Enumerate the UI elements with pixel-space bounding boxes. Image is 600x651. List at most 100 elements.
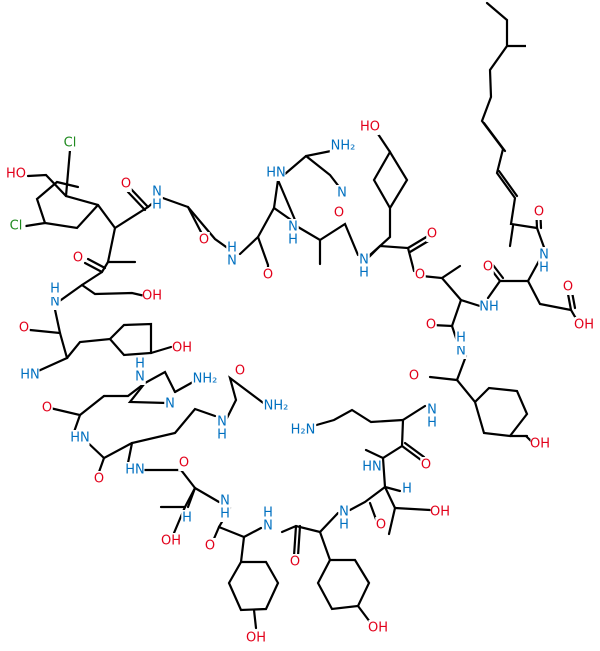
atom-label-text: Cl <box>64 136 77 151</box>
atom-label-background <box>226 253 238 269</box>
atom-label-background <box>134 356 146 372</box>
atom-label-background <box>178 455 190 471</box>
atom-label-text: H <box>427 416 437 431</box>
atom-label-text: Cl <box>10 219 23 234</box>
atom-label-background <box>562 279 574 295</box>
atom-label-text: OH <box>142 289 162 304</box>
atom-label: O <box>289 554 301 570</box>
atom-label-text: O <box>19 321 29 336</box>
atom-label-text: NH₂ <box>193 372 218 387</box>
atom-label-text: H <box>359 266 369 281</box>
atom-label: H <box>358 265 370 281</box>
atom-label-background <box>479 299 499 315</box>
atom-label-background <box>329 138 357 154</box>
atom-label-text: N <box>50 295 60 310</box>
atom-label: H <box>49 281 61 297</box>
atom-label-text: O <box>235 364 245 379</box>
atom-label-background <box>375 517 387 533</box>
atom-label-text: H <box>217 428 227 443</box>
atom-label-background <box>234 363 246 379</box>
atom-label-background <box>538 247 550 263</box>
atom-label-text: N <box>227 254 237 269</box>
atom-label-text: H <box>227 241 237 256</box>
atom-label: N <box>262 518 274 534</box>
atom-label: OH <box>161 533 181 549</box>
atom-label-text: O <box>426 318 436 333</box>
bond-skeleton <box>24 1 580 630</box>
atom-label: H <box>219 506 231 522</box>
atom-label: O <box>426 226 438 242</box>
atom-label: H <box>181 510 193 526</box>
atom-label-text: N <box>220 494 230 509</box>
atom-label: O <box>408 368 420 384</box>
atom-label: HO <box>6 166 26 182</box>
atom-label: HN <box>20 367 40 383</box>
atom-label: N <box>49 294 61 310</box>
atom-label-background <box>336 185 348 201</box>
atom-label-layer: ClHOClONHOHNHNNH₂NONHOHONHOOONHONHOOHONH… <box>6 119 594 646</box>
atom-label: O <box>120 176 132 192</box>
atom-label-text: H <box>50 282 60 297</box>
atom-label-text: HN <box>125 463 145 478</box>
atom-label: OH <box>172 340 192 356</box>
atom-label-background <box>289 554 301 570</box>
atom-label-text: O <box>121 177 131 192</box>
atom-label-text: O <box>94 472 104 487</box>
atom-label-background <box>216 427 228 443</box>
atom-label: N <box>226 253 238 269</box>
atom-label: NH <box>479 299 499 315</box>
atom-label-text: N <box>135 370 145 385</box>
atom-label-text: NH₂ <box>264 399 289 414</box>
atom-label: N <box>538 247 550 263</box>
atom-label-background <box>262 505 274 521</box>
atom-label-text: N <box>152 185 162 200</box>
atom-label-background <box>455 330 467 346</box>
atom-label-text: O <box>205 539 215 554</box>
atom-label-background <box>70 430 90 446</box>
atom-label-background <box>358 265 370 281</box>
atom-label-text: H <box>152 198 162 213</box>
atom-label-background <box>226 240 238 256</box>
atom-label: O <box>41 400 53 416</box>
atom-label: HN <box>125 462 145 478</box>
atom-label: NH₂ <box>262 398 290 414</box>
atom-label: N <box>151 184 163 200</box>
atom-label: HN <box>70 430 90 446</box>
atom-label-text: OH <box>430 505 450 520</box>
atom-label-text: HO <box>6 167 26 182</box>
atom-label-background <box>20 367 40 383</box>
atom-label-text: N <box>456 344 466 359</box>
atom-label-text: OH <box>574 318 594 333</box>
atom-label-background <box>262 518 274 534</box>
atom-label-text: HN <box>20 368 40 383</box>
atom-label-text: O <box>483 260 493 275</box>
atom-label-text: HO <box>360 120 380 135</box>
atom-label-text: O <box>263 268 273 283</box>
atom-label: O <box>420 457 432 473</box>
atom-label: O <box>198 232 210 248</box>
atom-label-text: H <box>220 507 230 522</box>
atom-label-background <box>425 317 437 333</box>
atom-label: H <box>151 197 163 213</box>
atom-label-text: OH <box>368 621 388 636</box>
atom-label: O <box>72 250 84 266</box>
atom-label: O <box>93 471 105 487</box>
atom-label-background <box>426 226 438 242</box>
atom-label: H <box>538 260 550 276</box>
atom-label-background <box>408 368 420 384</box>
atom-label-background <box>426 415 438 431</box>
atom-label-background <box>414 267 426 283</box>
atom-label-text: N <box>263 519 273 534</box>
atom-label-text: HN <box>266 166 286 181</box>
atom-label-background <box>134 369 146 385</box>
atom-label-background <box>216 414 228 430</box>
atom-label-background <box>49 281 61 297</box>
atom-label: OH <box>530 436 550 452</box>
atom-label-text: N <box>539 248 549 263</box>
atom-label-text: H₂N <box>291 423 316 438</box>
atom-label-background <box>266 165 286 181</box>
atom-label-background <box>6 218 26 234</box>
atom-label: Cl <box>6 218 26 234</box>
atom-label-background <box>401 481 413 497</box>
